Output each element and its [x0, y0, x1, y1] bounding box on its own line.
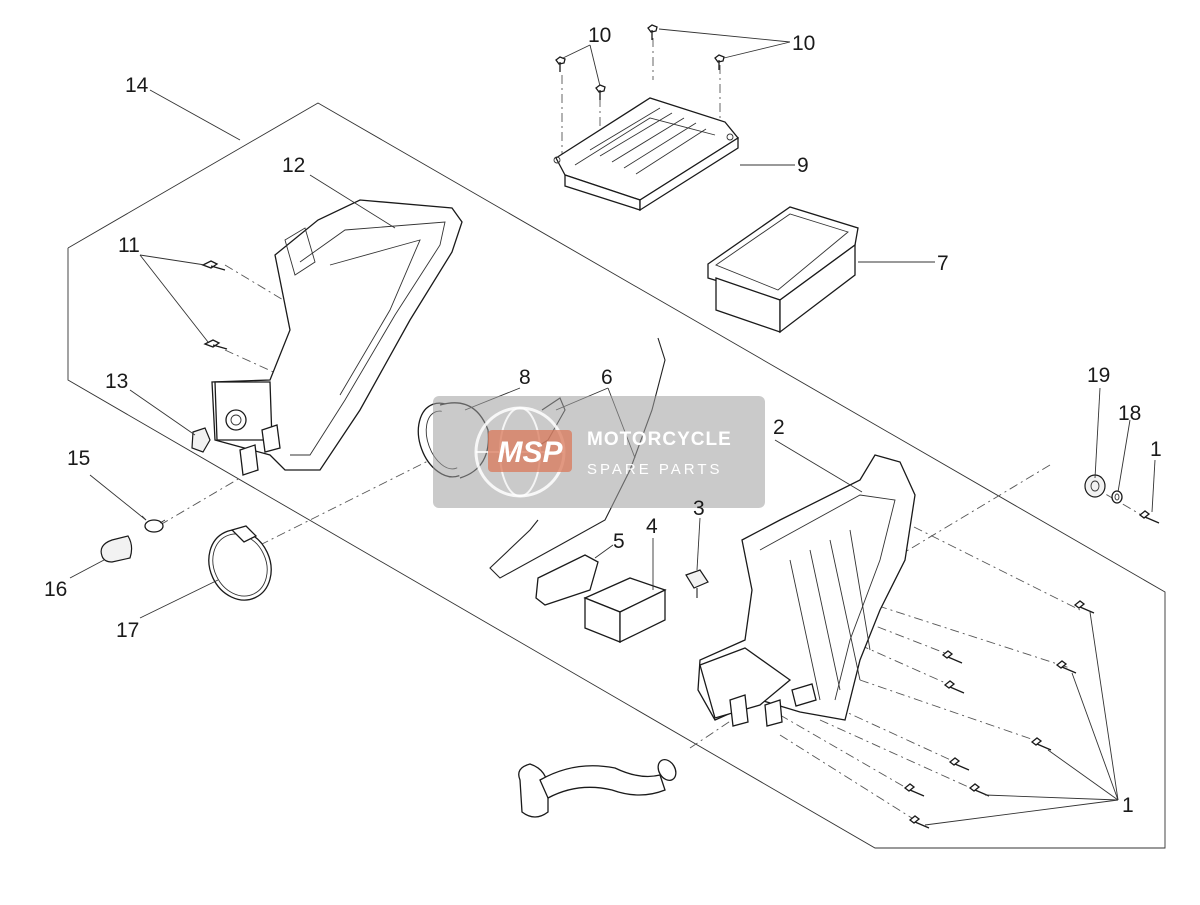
watermark-title: MOTORCYCLE: [587, 429, 732, 450]
centre-lines: [159, 38, 1151, 821]
callout-10a: 10: [588, 24, 611, 47]
assembly-outline: [67, 102, 1166, 849]
cover-screws: [555, 24, 725, 100]
grommet-part: [1084, 474, 1106, 498]
filter-cover-part: [553, 97, 739, 212]
callout-11: 11: [118, 234, 140, 257]
watermark-subtitle: SPARE PARTS: [587, 461, 723, 478]
callout-19: 19: [1087, 364, 1110, 387]
left-airbox-part: [211, 199, 463, 476]
callout-numbers: 10 10 9 7 14 12 11 13 15 16 17 8 6 5 4 3…: [44, 24, 1162, 817]
foam-block-part: [583, 577, 667, 644]
callout-10b: 10: [792, 32, 815, 55]
callout-6: 6: [601, 366, 613, 389]
callout-15: 15: [67, 447, 90, 470]
callout-7: 7: [937, 252, 949, 275]
logo-badge: [488, 430, 572, 472]
callout-1b: 1: [1122, 794, 1134, 817]
right-airbox-part: [697, 454, 916, 727]
gasket-part: [535, 554, 599, 606]
callout-8: 8: [519, 366, 531, 389]
hose-clamp-part: [208, 525, 272, 601]
left-screws: [201, 260, 228, 350]
callout-5: 5: [613, 530, 625, 553]
callout-13: 13: [105, 370, 128, 393]
small-clamp-part: [141, 515, 166, 533]
callout-14: 14: [125, 74, 149, 97]
cap-part: [191, 427, 211, 453]
callout-12: 12: [282, 154, 305, 177]
watermark-background: [433, 396, 765, 508]
watermark-logo: MSP: [497, 436, 563, 469]
spacer-part: [1111, 490, 1123, 504]
right-screws: [903, 510, 1160, 829]
callout-17: 17: [116, 619, 139, 642]
callout-3: 3: [693, 497, 705, 520]
callout-18: 18: [1118, 402, 1141, 425]
drain-plug-part: [100, 535, 133, 563]
watermark: MSP MOTORCYCLE SPARE PARTS: [433, 396, 765, 508]
callout-9: 9: [797, 154, 809, 177]
callout-16: 16: [44, 578, 67, 601]
callout-1a: 1: [1150, 438, 1162, 461]
callout-4: 4: [646, 515, 658, 538]
breather-hose-part: [518, 759, 677, 818]
filter-element-part: [707, 206, 859, 334]
callout-2: 2: [773, 416, 785, 439]
sensor-part: [685, 569, 709, 598]
